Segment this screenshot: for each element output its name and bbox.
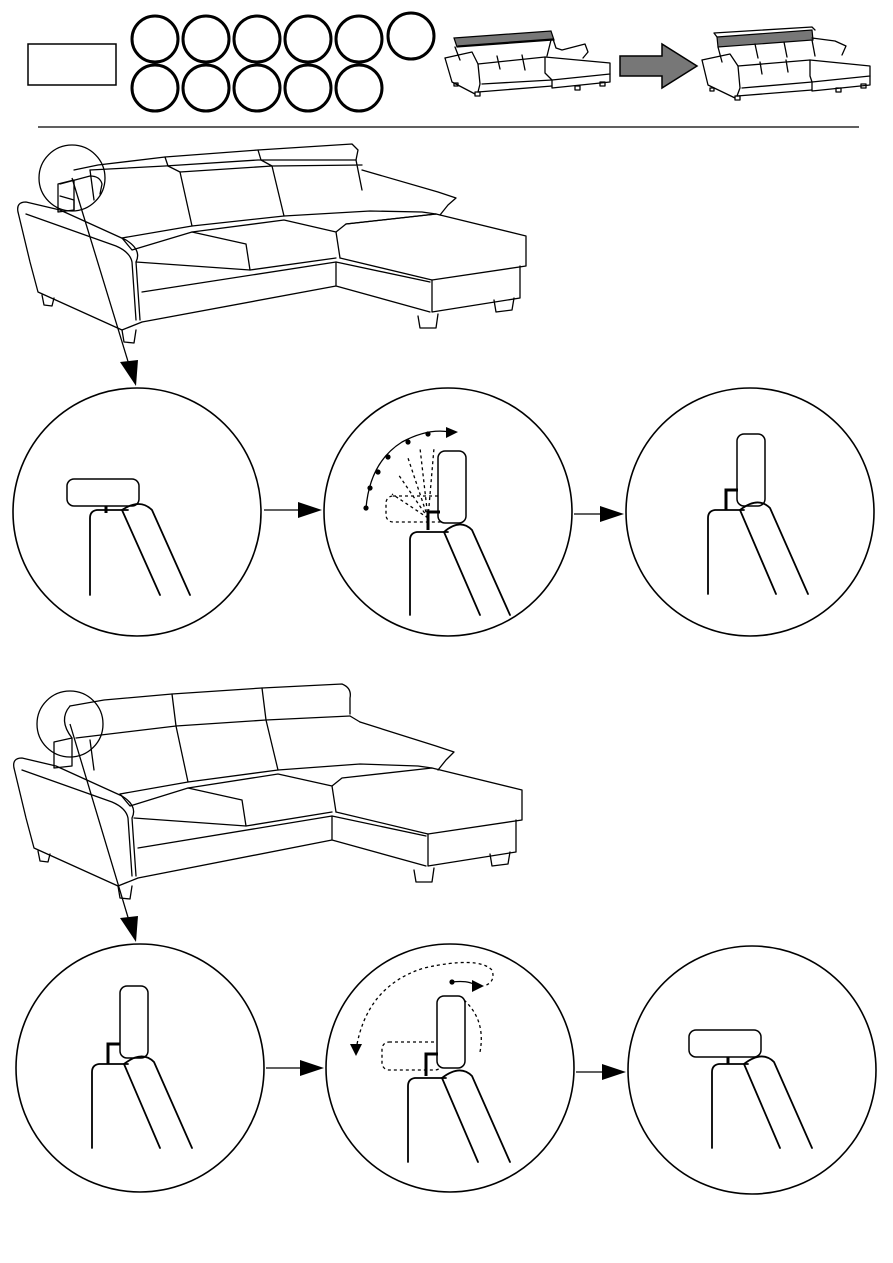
selector-circle [234, 16, 280, 62]
headrest-raised [737, 434, 765, 506]
sofa-section-2 [14, 684, 522, 942]
selector-circle [388, 13, 434, 59]
headrest-lowered [689, 1030, 761, 1057]
detail-step-2b [326, 944, 574, 1192]
headrest-rotating [437, 996, 465, 1068]
step-arrow-icon [298, 502, 322, 518]
headrest-raised [120, 986, 148, 1058]
selector-circle [234, 65, 280, 111]
selector-circle [336, 16, 382, 62]
selector-circles [132, 13, 434, 111]
selector-circle [132, 65, 178, 111]
header [28, 13, 870, 111]
headrest-lowered [67, 479, 139, 506]
small-sofa-before [445, 31, 610, 96]
detail-step-2a [16, 944, 264, 1192]
pointer-arrow-icon [120, 916, 138, 942]
detail-row-2 [16, 944, 876, 1194]
selector-circle [132, 16, 178, 62]
selector-circle [183, 16, 229, 62]
selector-circle [285, 65, 331, 111]
sofa-section-1 [18, 144, 526, 386]
detail-row-1 [13, 388, 874, 636]
detail-step-1b [324, 388, 572, 636]
detail-step-2c [628, 946, 876, 1194]
step-arrow-icon [300, 1060, 324, 1076]
small-sofa-after [702, 27, 870, 100]
headrest-rotating [438, 451, 466, 523]
part-label-box [28, 44, 116, 85]
next-arrow-icon [620, 44, 697, 88]
step-arrow-icon [602, 1064, 626, 1080]
detail-step-1a [13, 388, 261, 636]
step-arrow-icon [600, 506, 624, 522]
detail-step-1c [626, 388, 874, 636]
selector-circle [336, 65, 382, 111]
pointer-arrow-icon [120, 360, 138, 386]
selector-circle [285, 16, 331, 62]
selector-circle [183, 65, 229, 111]
